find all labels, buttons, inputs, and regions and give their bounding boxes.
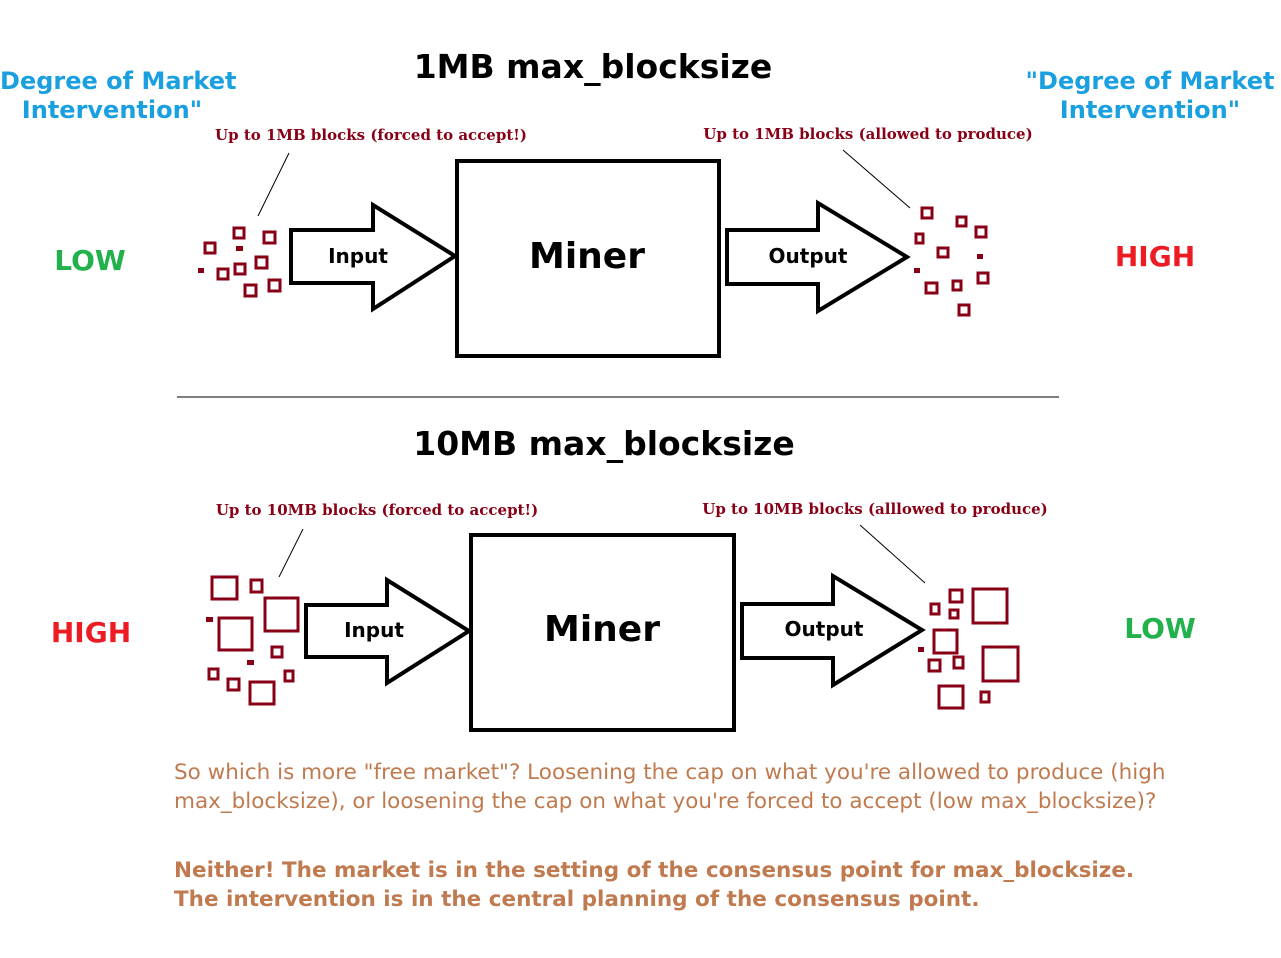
block bbox=[929, 602, 941, 616]
degree-label-right-line2: Intervention" bbox=[1060, 96, 1240, 124]
block bbox=[952, 655, 965, 670]
block bbox=[233, 262, 247, 276]
output-block-dots bbox=[914, 254, 983, 273]
block bbox=[914, 232, 925, 245]
degree-label-left: "Degree of Market Intervention" bbox=[0, 67, 236, 124]
input-arrow bbox=[289, 201, 459, 313]
intervention-level-left: LOW bbox=[54, 244, 126, 277]
block-dot bbox=[977, 254, 983, 259]
block bbox=[254, 255, 269, 270]
output-label: Output bbox=[769, 244, 848, 268]
input-blocks bbox=[207, 575, 300, 706]
block bbox=[270, 645, 284, 659]
input-block-dots bbox=[198, 246, 243, 273]
degree-label-left-line1: "Degree of Market bbox=[0, 67, 236, 95]
block bbox=[248, 680, 276, 706]
answer-caption: Neither! The market is in the setting of… bbox=[174, 858, 1135, 912]
output-blocks bbox=[927, 587, 1020, 710]
block bbox=[957, 303, 971, 317]
miner-box bbox=[455, 159, 721, 358]
output-note-pointer bbox=[842, 149, 911, 209]
block bbox=[207, 667, 220, 681]
input-blocks bbox=[203, 226, 282, 298]
input-label: Input bbox=[328, 244, 388, 268]
output-block-dots bbox=[918, 647, 924, 652]
miner-box bbox=[469, 533, 736, 732]
block bbox=[263, 596, 300, 633]
block bbox=[974, 225, 988, 239]
block-dot bbox=[236, 246, 243, 251]
panel-10mb: 10MB max_blocksize HIGH LOW Up to 10MB b… bbox=[51, 424, 1196, 732]
block bbox=[932, 628, 959, 655]
degree-label-right: "Degree of Market Intervention" bbox=[1026, 67, 1275, 124]
intervention-level-right: HIGH bbox=[1115, 240, 1195, 273]
degree-label-left-line2: Intervention" bbox=[22, 96, 202, 124]
block bbox=[976, 271, 990, 285]
block bbox=[262, 230, 277, 245]
block bbox=[243, 283, 258, 298]
block bbox=[924, 281, 939, 295]
block bbox=[948, 588, 964, 604]
block bbox=[927, 658, 942, 673]
input-block-dots bbox=[206, 617, 254, 665]
block bbox=[955, 215, 968, 228]
output-arrow bbox=[725, 199, 911, 315]
output-note: Up to 1MB blocks (allowed to produce) bbox=[703, 125, 1032, 143]
block-dot bbox=[198, 268, 204, 273]
question-caption: So which is more "free market"? Loosenin… bbox=[174, 760, 1166, 814]
block bbox=[216, 267, 230, 281]
block bbox=[267, 278, 282, 293]
block bbox=[203, 241, 217, 255]
output-note-pointer bbox=[859, 524, 926, 584]
input-note-pointer bbox=[278, 528, 304, 578]
intervention-level-left: HIGH bbox=[51, 616, 131, 649]
degree-label-right-line1: "Degree of Market bbox=[1026, 67, 1275, 95]
input-arrow bbox=[304, 576, 473, 687]
input-note-pointer bbox=[257, 152, 290, 217]
output-note: Up to 10MB blocks (alllowed to produce) bbox=[702, 500, 1048, 518]
output-label: Output bbox=[785, 617, 864, 641]
block bbox=[948, 608, 960, 620]
block bbox=[920, 206, 934, 220]
block bbox=[937, 684, 965, 710]
block bbox=[232, 226, 246, 240]
block bbox=[249, 578, 264, 594]
input-label: Input bbox=[344, 618, 404, 642]
input-note: Up to 1MB blocks (forced to accept!) bbox=[215, 126, 527, 144]
panel-1mb: 1MB max_blocksize LOW HIGH Up to 1MB blo… bbox=[54, 47, 1195, 358]
block bbox=[283, 669, 295, 683]
block-dot bbox=[206, 617, 213, 622]
block bbox=[951, 279, 963, 292]
block bbox=[936, 246, 950, 259]
block bbox=[971, 587, 1009, 625]
panel-title: 10MB max_blocksize bbox=[413, 424, 795, 463]
input-note: Up to 10MB blocks (forced to accept!) bbox=[216, 501, 538, 519]
block-dot bbox=[914, 268, 920, 273]
miner-label: Miner bbox=[544, 609, 660, 650]
block-dot bbox=[247, 660, 254, 665]
miner-label: Miner bbox=[529, 236, 645, 277]
intervention-level-right: LOW bbox=[1124, 612, 1196, 645]
output-blocks bbox=[914, 206, 990, 317]
block bbox=[217, 616, 254, 652]
block bbox=[226, 677, 241, 692]
block bbox=[210, 575, 239, 601]
panel-title: 1MB max_blocksize bbox=[414, 47, 773, 86]
output-arrow bbox=[740, 572, 926, 689]
block-dot bbox=[918, 647, 924, 652]
block bbox=[979, 690, 991, 704]
block bbox=[981, 645, 1020, 683]
